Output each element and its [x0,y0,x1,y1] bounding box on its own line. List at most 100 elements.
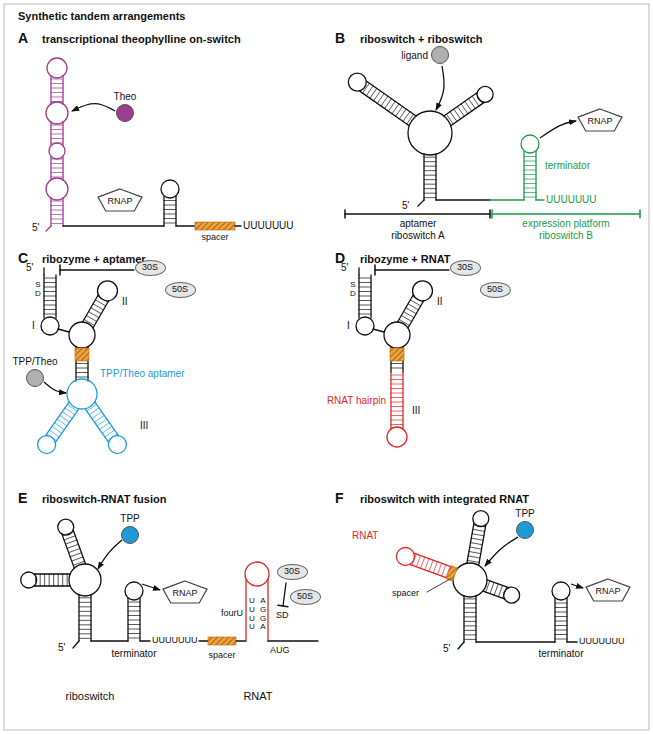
node-label: 50S [297,592,313,602]
strand [398,295,414,322]
base-pair [468,556,480,558]
base-pair [79,624,91,625]
base-pair [51,159,63,160]
bracket-label: expression platform riboswitch B [506,218,626,241]
loop [21,572,37,588]
pentagon-shape [578,109,622,131]
loop [348,73,366,91]
inhibition-bar [59,265,61,275]
base-pair [391,420,403,421]
strand [176,225,195,226]
strand [366,81,416,116]
strand [43,275,44,318]
inhibition-line [60,269,134,270]
base-pair [385,99,392,109]
strand [91,640,128,641]
base-pair [359,278,371,279]
strand [245,579,246,641]
strand [536,199,544,200]
pentagon-shape [586,579,630,601]
base-pair [44,278,56,279]
base-pair [454,109,461,119]
base-pair [164,223,176,224]
base-pair [128,602,140,603]
base-pair [359,287,371,288]
node-label: ligand [401,50,428,61]
stem-number: II [437,296,443,308]
loop [98,281,118,301]
base-pair [524,183,536,184]
base-pair [86,316,96,322]
base-pair [471,538,483,540]
base-pair [44,574,45,586]
base-pair [524,170,536,171]
loop [245,562,269,586]
base-pair [76,372,88,373]
bracket-label: aptamer riboswitch A [383,218,453,241]
region-label: spacer [201,232,228,242]
region-label: RNAT hairpin [327,395,386,407]
base-pair [391,384,403,385]
loop [504,587,520,603]
base-pair [58,574,59,586]
base-pair [92,412,102,419]
base-pair [424,193,436,194]
arrow [436,66,444,110]
base-pair [164,214,176,215]
base-pair [79,620,91,621]
base-pair [67,544,78,548]
base-pair [79,597,91,598]
loop [552,582,570,600]
stem-number: I [32,320,35,332]
base-pair [128,620,140,621]
region-label: spacer [392,588,419,598]
base-pair [51,125,63,126]
strand [358,268,359,275]
strand [236,640,246,641]
base-pair [555,630,567,631]
base-pair [555,621,567,622]
base-pair [89,312,99,318]
end-label: 5' [26,262,33,274]
loop [477,86,493,102]
base-pair [416,556,420,567]
ribosome-subunit: 50S [290,589,321,605]
base-pair [55,423,65,430]
base-pair [524,197,536,198]
base-pair [494,584,498,595]
sequence: UUUU [248,597,256,632]
base-pair [392,104,399,114]
bracket [344,210,346,218]
base-pair [524,161,536,162]
ligand-sphere: TPP [516,521,534,539]
spacer-region [195,222,235,230]
base-pair [93,304,103,310]
base-pair [40,574,41,586]
base-pair [128,606,140,607]
strand [373,329,384,332]
base-pair [464,603,476,604]
base-pair [49,574,50,586]
arrow [98,540,122,569]
ribosome-subunit: 50S [480,282,511,298]
ribosome-subunit: 30S [135,260,166,276]
region-label: terminator [538,648,583,660]
base-pair [472,534,484,536]
base-pair [52,426,62,433]
polymerase-pentagon: RNAP [162,580,208,604]
inhibition-bar [374,265,376,275]
base-pair [359,291,371,292]
strand [418,200,424,206]
base-pair [555,639,567,640]
base-pair [79,611,91,612]
spacer-region [208,637,236,645]
figure-title: Synthetic tandem arrangements [18,10,186,23]
stem-number: III [140,420,148,432]
base-pair [62,574,63,586]
strand [50,198,51,226]
loop [396,548,414,566]
base-pair [424,175,436,176]
base-pair [64,536,75,540]
strand [567,641,577,642]
